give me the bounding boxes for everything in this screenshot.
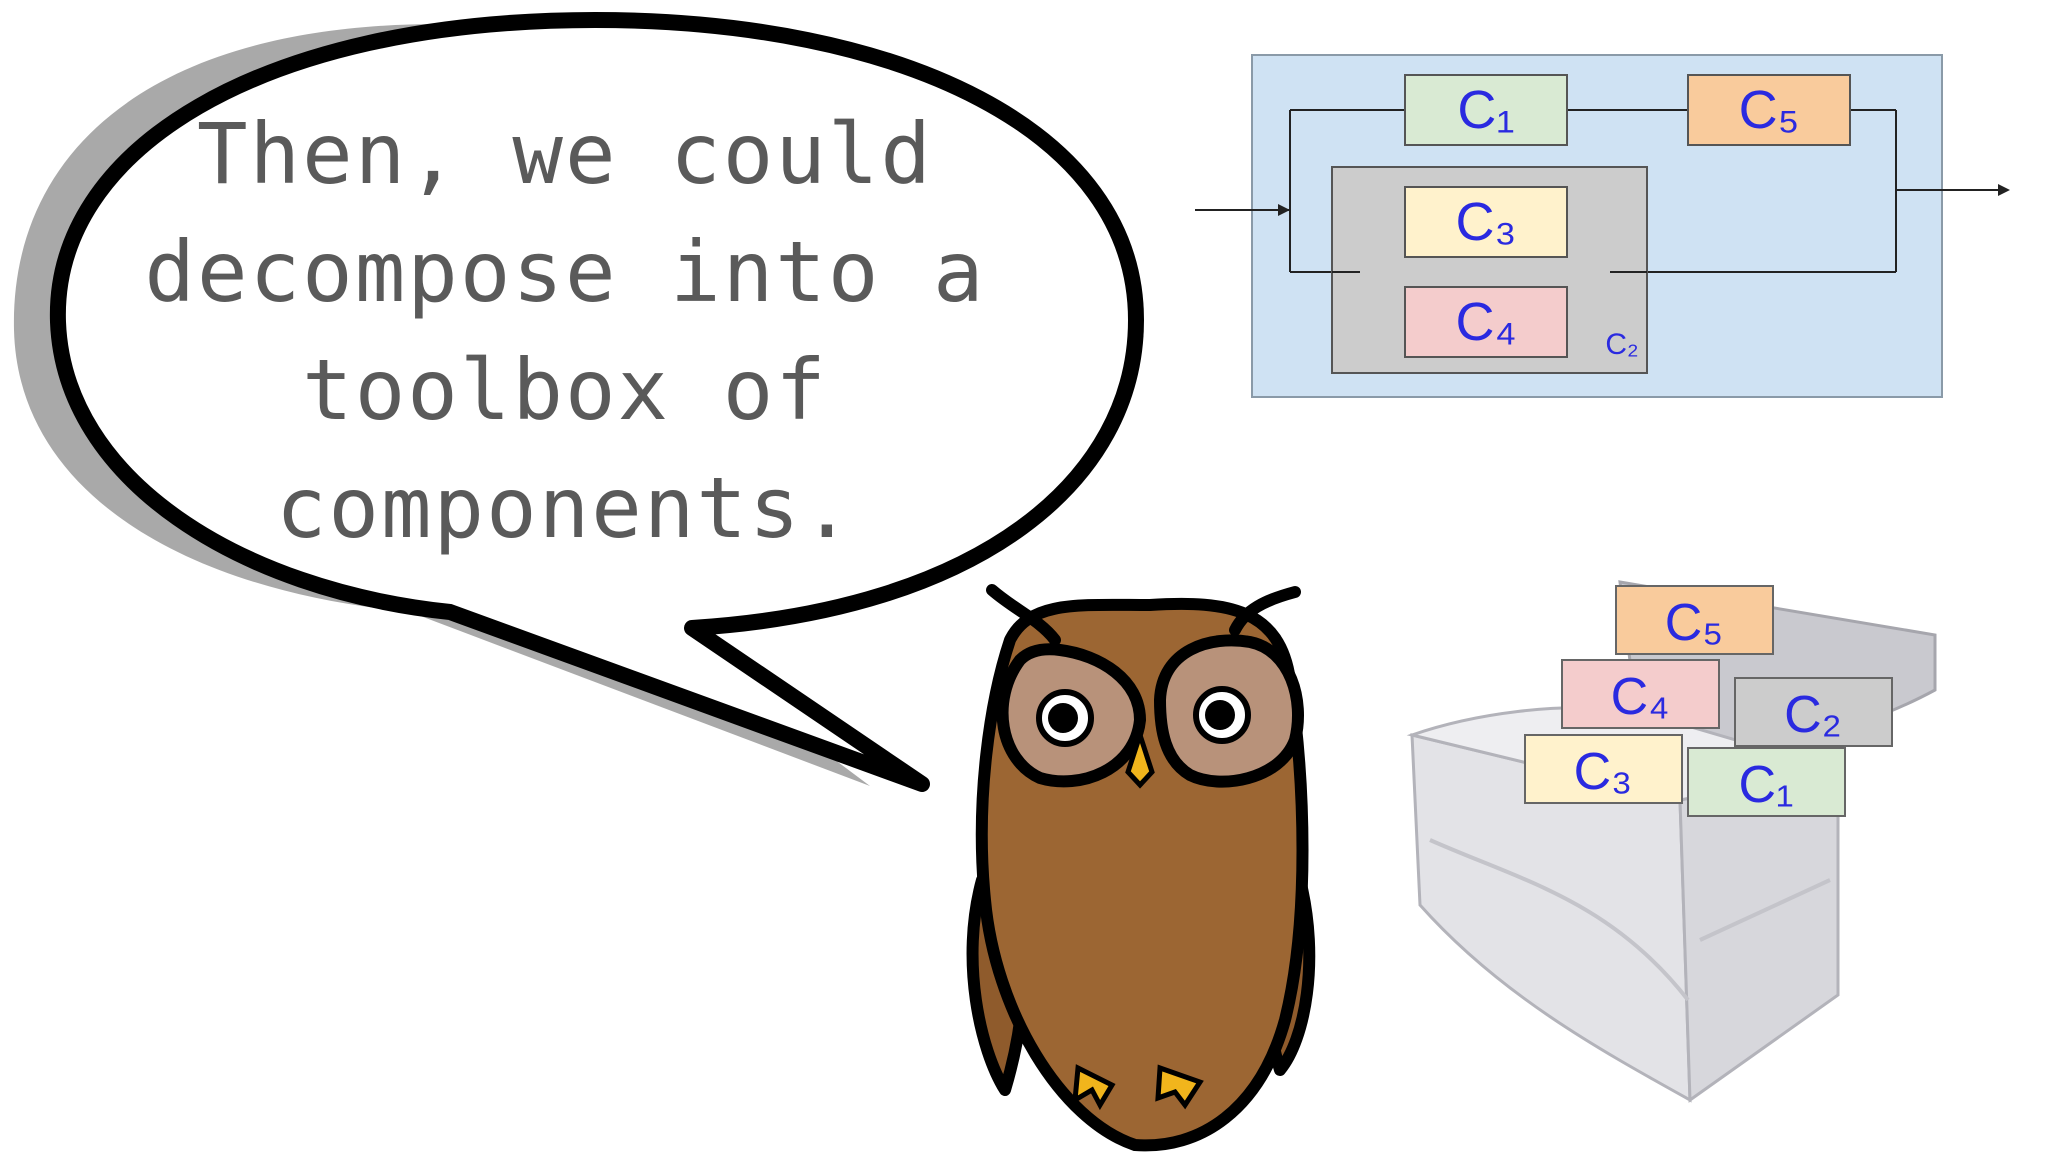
- toolbox-c4-label: C₄: [1611, 668, 1670, 726]
- toolbox-c3-block: [1524, 734, 1683, 804]
- speech-line-2: decompose into a: [144, 223, 986, 321]
- diagram-c1-label: C₁: [1457, 80, 1514, 140]
- diagram-c3-label: C₃: [1456, 192, 1517, 252]
- speech-line-3: toolbox of: [302, 341, 828, 439]
- input-arrow-icon: [1278, 204, 1290, 216]
- diagram-c3-box: [1404, 186, 1568, 258]
- toolbox-c5-label: C₅: [1665, 594, 1724, 652]
- output-arrow-icon: [1998, 184, 2010, 196]
- toolbox-c1-label: C₁: [1738, 756, 1793, 814]
- diagram-c5-box: [1687, 74, 1851, 146]
- owl-right-tuft: [1229, 586, 1301, 636]
- owl-left-tuft: [986, 584, 1061, 646]
- toolbox-c3-label: C₃: [1574, 743, 1633, 801]
- diagram-c2-label: C₂: [1605, 328, 1638, 361]
- diagram-c4-box: [1404, 286, 1568, 358]
- speech-line-1: Then, we could: [196, 105, 933, 203]
- speech-bubble-body: [49, 12, 1144, 792]
- toolbox-c4-block: [1561, 659, 1720, 729]
- owl-right-foot: [1155, 1064, 1204, 1110]
- owl-left-foot: [1072, 1064, 1116, 1111]
- speech-line-4: components.: [275, 459, 855, 557]
- toolbox-c2-block: [1734, 677, 1893, 747]
- toolbox-c5-block: [1615, 585, 1774, 655]
- toolbox-c2-label: C₂: [1784, 686, 1842, 744]
- diagram-c1-box: [1404, 74, 1568, 146]
- toolbox-c1-block: [1687, 747, 1846, 817]
- diagram-c5-label: C₅: [1739, 80, 1800, 140]
- toolbox-left-face: [1410, 733, 1692, 1103]
- speech-text: Then, we could decompose into a toolbox …: [80, 95, 1050, 567]
- diagram-c4-label: C₄: [1455, 292, 1516, 352]
- owl-beak: [1125, 726, 1155, 789]
